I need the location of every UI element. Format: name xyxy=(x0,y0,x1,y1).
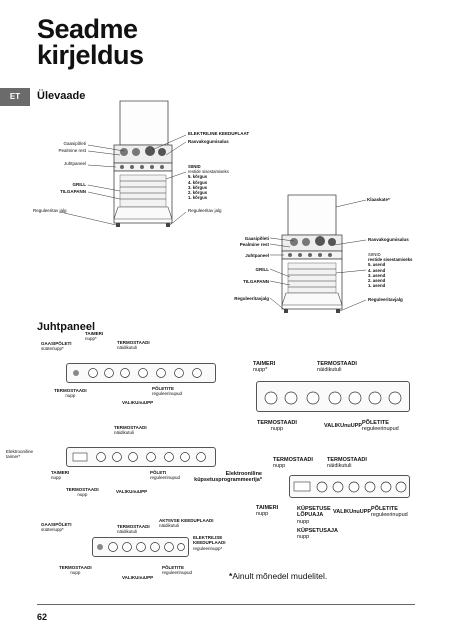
label-electric-hotplate: ELEKTRILINE KEEDUPLAAT xyxy=(188,131,250,136)
label-hob-grid-r: Pealmine rest xyxy=(239,242,269,247)
control-panel-4 xyxy=(289,475,410,498)
label-adjustable-foot-right-r: Reguleeritavjalg xyxy=(368,297,403,302)
p1-knobs xyxy=(73,368,202,378)
label-spill-tray: Rasvakogumisalus xyxy=(188,139,229,144)
p2-selector-label: VALIKUnuUPP xyxy=(324,423,363,429)
guides-list-right: SIINID restide sisestamiseks 5. asend 4.… xyxy=(368,252,413,289)
label-spill-tray-r: Rasvakogumisalus xyxy=(368,237,409,242)
label-hob-grid: Pealmine rest xyxy=(58,148,86,153)
p4-knobs xyxy=(293,481,407,493)
title-line-1: Seadme xyxy=(37,14,138,44)
label-drip-tray-r: TILGAPANN xyxy=(243,279,269,284)
guides-list-left: SIINID restide sisestamiseks 5. kõrgus 4… xyxy=(188,164,229,201)
p3-knobs xyxy=(72,452,206,462)
p2-knobs xyxy=(264,391,402,405)
control-panel-1 xyxy=(66,363,216,383)
label-gas-burners-r: Gaasipõleti xyxy=(244,236,269,241)
label-gas-burners: Gaasipõleti xyxy=(63,141,86,146)
language-tab: ET xyxy=(0,88,30,106)
p1-selector-label: VALIKUnuUPP xyxy=(122,400,154,405)
footer-rule xyxy=(37,604,415,605)
control-panel-2 xyxy=(256,381,410,412)
p4-selector-label: VALIKUnuUPP xyxy=(333,509,372,515)
p3-selector-label: VALIKUnuUPP xyxy=(116,489,148,494)
label-control-panel: Juhtpaneel xyxy=(63,161,86,166)
control-panel-heading: Juhtpaneel xyxy=(37,321,96,333)
p5-selector-label: VALIKUnuUPP xyxy=(122,575,154,580)
label-grill: GRILL xyxy=(72,182,87,187)
footnote: *Ainult mõnedel mudelitel. xyxy=(229,571,328,581)
overview-drawings xyxy=(59,100,367,313)
label-control-panel-r: Juhtpaneel xyxy=(245,253,269,258)
label-adjustable-foot-left: Reguleeritav jalg xyxy=(33,208,67,213)
label-drip-tray: TILGAPANN xyxy=(60,189,86,194)
label-adjustable-foot-right: Reguleeritav jalg xyxy=(188,208,222,213)
p5-knobs xyxy=(97,542,185,552)
control-panel-5 xyxy=(92,537,189,557)
label-grill-r: GRILL xyxy=(255,267,270,272)
control-panel-3 xyxy=(66,447,216,467)
page-title: Seadme kirjeldus xyxy=(37,14,144,70)
title-line-2: kirjeldus xyxy=(37,40,144,70)
page-number: 62 xyxy=(37,612,48,622)
label-adjustable-foot-r: Reguleeritavjalg xyxy=(234,296,269,301)
overview-heading: Ülevaade xyxy=(37,90,86,102)
label-glass-lid: Klaaskate* xyxy=(367,197,390,202)
